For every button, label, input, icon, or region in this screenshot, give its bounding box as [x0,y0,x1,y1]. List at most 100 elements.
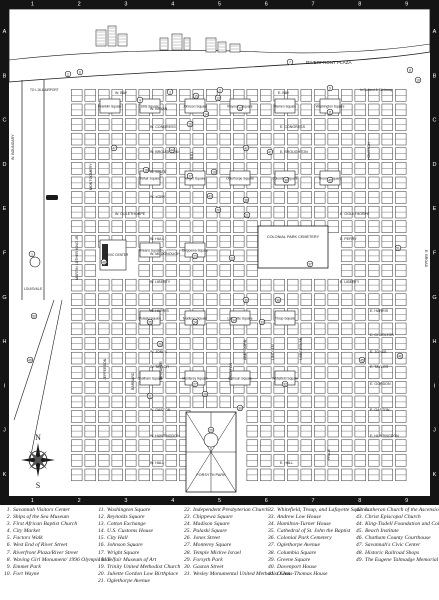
legend-label: Washington Square [107,507,151,513]
poi-marker-number: 21 [245,213,249,217]
legend-number: 33. [268,514,275,521]
legend-item: 42.Lutheran Church of the Ascension [354,507,439,514]
legend-number: 16. [98,542,105,549]
poi-marker-number: 25 [148,320,152,324]
street-label: E. CONGRESS [280,125,306,129]
legend-label: Chatham County Courthouse [365,535,431,542]
square-label: Pulaski Square [139,317,161,321]
grid-row-label: G [2,295,6,301]
legend-item: 13.Cotton Exchange [96,521,204,528]
street-label: W. GASTON [150,408,171,412]
grid-col-label: 4 [171,498,174,504]
street-label: LINCOLN [271,344,275,360]
poi-marker-number: 35 [244,298,248,302]
poi-marker-number: 46 [398,354,402,358]
grid-row-label: B [3,73,7,79]
poi-marker-number: 23 [193,254,197,258]
street-label: W. CONGRESS [150,125,176,129]
poi-marker-number: 11 [328,110,332,114]
poi-marker [30,312,38,320]
poi-marker [100,258,108,266]
poi-marker-number: 39 [284,178,288,182]
skyline-building [107,25,117,47]
legend-item: 12.Reynolds Square [96,514,204,521]
grid-row-label: I [434,383,436,389]
legend-item: 7.Riverfront Plaza/River Street [2,550,110,557]
grid-col-label: 9 [405,498,408,504]
poi-marker [207,426,215,434]
legend-label: City Market [13,528,40,535]
poi-marker-number: 29 [209,428,213,432]
legend-number: 28. [184,549,191,556]
legend-number: 34. [268,521,275,528]
legend-label: Cotton Exchange [107,521,146,528]
legend-label: Columbia Square [277,549,317,556]
poi-marker [326,108,334,116]
bus-icon [46,195,58,200]
square-label: Washington Square [316,105,345,109]
poi-marker [201,390,209,398]
legend-item: 37.Oglethorpe Avenue [266,542,374,549]
legend-label: Independent Presbyterian Church [193,507,269,513]
cemetery-area [257,225,329,269]
poi-marker-number: 15 [194,94,198,98]
legend-item: 16.Johnson Square [96,542,204,549]
poi-marker-number: 38 [244,198,248,202]
poi-marker-number: 9 [329,86,331,90]
legend-item: 31.Wesley Monumental United Methodist Ch… [182,571,290,578]
poi-marker [281,380,289,388]
poi-marker-number: 43 [208,194,212,198]
legend-label: Savannah Visitors Center [13,507,71,513]
street-label: E. HUNTINGDON [370,434,399,438]
legend-item: 14.U.S. Customs House [96,528,204,535]
poi-marker-number: 42 [244,146,248,150]
poi-marker [358,356,366,364]
poi-marker-number: 37 [308,262,312,266]
west-highways [13,80,63,461]
grid-col-label: 8 [358,498,361,504]
poi-marker [186,120,194,128]
legend-item: 1.Savannah Visitors Center [2,507,110,514]
street-label: LOUISVILLE [24,287,42,291]
street-label: E. GORDON [370,382,391,386]
poi-marker-number: 20 [216,208,220,212]
skyline-buildings [95,25,241,53]
poi-marker [76,68,84,76]
square-label: Lafayette Square [227,317,252,321]
grid-row-label: E [3,206,7,212]
legend-number: 25. [184,528,191,535]
poi-marker [414,76,422,84]
street-label: W. BRYAN [150,107,168,111]
poi-marker [266,148,274,156]
poi-marker [64,70,72,78]
poi-marker-number: 14 [204,112,208,116]
legend-number: 30. [184,563,191,570]
legend-item: 2.Ships of the Sea Museum [2,514,110,521]
street-label: E. OGLETHORPE [340,212,370,216]
legend-label: Riverfront Plaza/River Street [13,549,78,556]
cemetery-label: COLONIAL PARK CEMETERY [267,235,320,239]
poi-marker [406,66,414,74]
poi-marker [242,144,250,152]
grid-row-label: I [4,383,6,389]
grid-row-label: D [3,162,7,168]
poi-marker [210,168,218,176]
poi-marker [191,252,199,260]
legend-item: 3.First African Baptist Church [2,521,110,528]
grid-col-label: 1 [31,2,34,8]
street-label: ABERCORN [243,339,247,360]
poi-marker [306,260,314,268]
grid-row-label: B [433,73,437,79]
street-label: W. LIBERTY [150,280,171,284]
legend-item: 20.Juliette Gordon Low Birthplace [96,571,204,578]
square-ellis [139,98,161,114]
legend-number: 22. [184,507,191,513]
legend-label: Davenport House [277,563,317,570]
legend-number: 27. [184,542,191,549]
legend-column: 32.Whitefield, Troup, and Lafayette Squa… [266,507,374,578]
grid-col-label: 2 [78,2,81,8]
